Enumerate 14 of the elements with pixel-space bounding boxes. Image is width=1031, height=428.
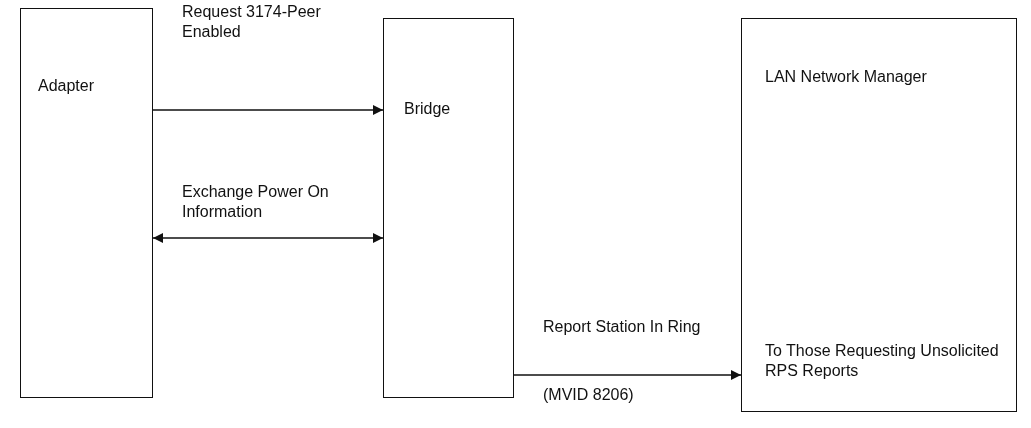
arrow [152, 105, 384, 115]
note-text: (MVID 8206) [543, 385, 634, 405]
edge-label: Exchange Power On Information [182, 182, 330, 222]
arrow [152, 233, 384, 243]
process-box [20, 8, 153, 398]
box-title: LAN Network Manager [765, 67, 928, 87]
edge-label: Report Station In Ring [543, 317, 702, 337]
process-box [383, 18, 514, 398]
box-title: Bridge [404, 99, 452, 119]
arrow [513, 370, 742, 380]
box-title: Adapter [38, 76, 96, 96]
process-box [741, 18, 1017, 412]
edge-label: Request 3174-Peer Enabled [182, 2, 322, 42]
box-note: To Those Requesting Unsolicited RPS Reports [765, 341, 1000, 381]
